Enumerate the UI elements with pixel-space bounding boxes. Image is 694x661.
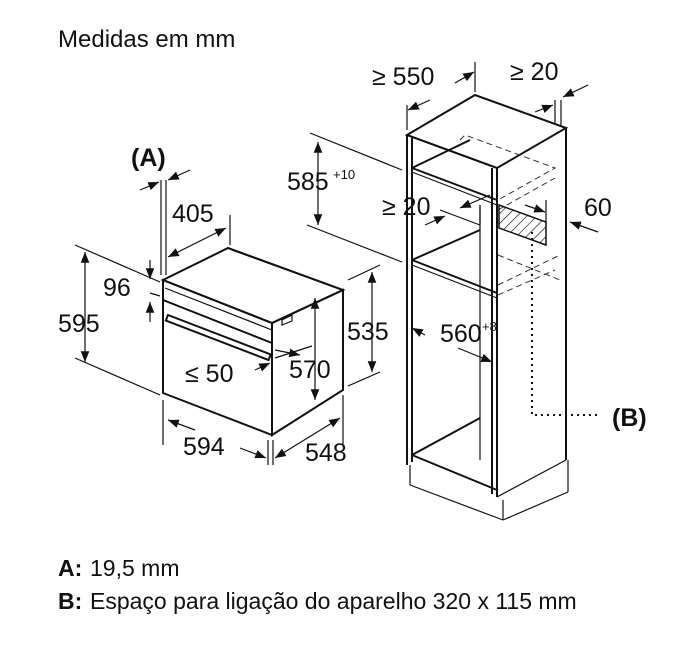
dim-585: 585 [287, 168, 329, 196]
dim-560: 560 [440, 320, 482, 348]
cabinet-dimensions [306, 62, 599, 363]
legend-a: A: 19,5 mm [58, 556, 630, 581]
dim-585-tolerance: +10 [333, 167, 355, 182]
dim-min-20-top: ≥ 20 [510, 58, 558, 86]
legend-b: B: Espaço para ligação do aparelho 320 x … [58, 589, 630, 614]
legend-text: Espaço para ligação do aparelho 320 x 11… [90, 588, 577, 614]
legend-key: B: [58, 588, 83, 614]
dim-560-tolerance: +8 [482, 319, 497, 334]
dim-60: 60 [584, 194, 612, 222]
marker-a: (A) [131, 144, 166, 172]
legend-text: 19,5 mm [90, 555, 180, 581]
dim-570: 570 [289, 356, 331, 384]
oven-dimensions [74, 169, 381, 465]
dim-min-550: ≥ 550 [372, 63, 434, 91]
dim-594: 594 [183, 433, 225, 461]
legend-key: A: [58, 555, 83, 581]
dim-96: 96 [103, 274, 131, 302]
dim-535: 535 [347, 318, 389, 346]
dim-548: 548 [305, 439, 347, 467]
page-title: Medidas em mm [58, 26, 236, 53]
oven-drawing [160, 246, 346, 437]
dim-405: 405 [172, 200, 214, 228]
dim-min-20-mid: ≥ 20 [382, 193, 430, 221]
marker-b: (B) [612, 404, 647, 432]
dim-595: 595 [58, 310, 100, 338]
cabinet-drawing [404, 93, 600, 521]
dim-max-50: ≤ 50 [185, 360, 233, 388]
